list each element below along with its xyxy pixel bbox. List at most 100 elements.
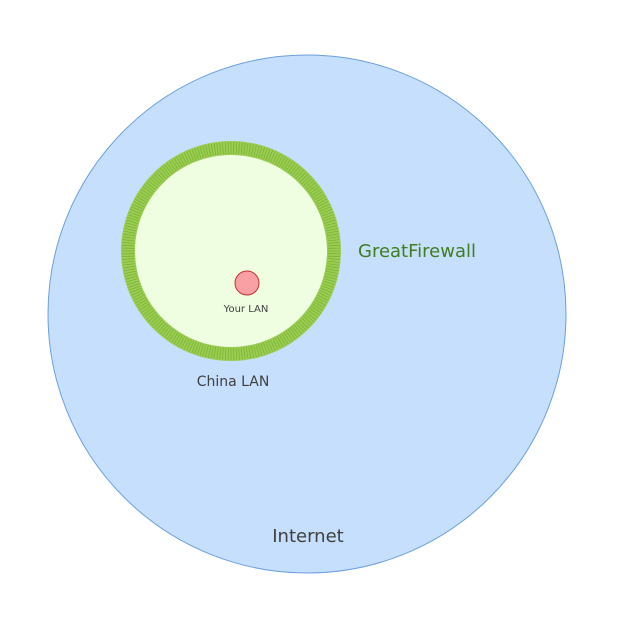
firewall-tick bbox=[267, 340, 274, 352]
firewall-tick bbox=[153, 319, 163, 329]
firewall-tick bbox=[283, 159, 291, 170]
firewall-tick bbox=[132, 292, 144, 299]
firewall-tick bbox=[299, 173, 309, 183]
firewall-tick bbox=[235, 142, 238, 155]
firewall-tick bbox=[321, 285, 333, 291]
firewall-tick bbox=[265, 341, 271, 353]
firewall-tick bbox=[171, 159, 179, 170]
firewall-tick bbox=[281, 157, 289, 169]
firewall-tick bbox=[181, 337, 188, 349]
firewall-tick bbox=[213, 346, 217, 359]
firewall-tick bbox=[306, 182, 316, 191]
firewall-tick bbox=[129, 211, 141, 217]
firewall-tick bbox=[126, 219, 139, 224]
firewall-tick bbox=[322, 283, 334, 288]
firewall-tick bbox=[207, 144, 212, 157]
firewall-tick bbox=[162, 166, 171, 176]
firewall-tick bbox=[219, 347, 222, 360]
firewall-tick bbox=[265, 149, 271, 161]
firewall-tick bbox=[323, 280, 335, 286]
firewall-tick bbox=[202, 344, 207, 357]
firewall-tick bbox=[127, 216, 139, 222]
firewall-tick bbox=[130, 287, 142, 294]
firewall-tick bbox=[245, 143, 249, 156]
firewall-tick bbox=[147, 179, 158, 189]
china-lan-label: China LAN bbox=[197, 374, 270, 390]
firewall-tick bbox=[281, 333, 289, 345]
firewall-tick bbox=[293, 324, 303, 335]
firewall-tick bbox=[258, 146, 263, 159]
firewall-tick bbox=[210, 143, 214, 156]
firewall-tick bbox=[124, 225, 137, 229]
firewall-tick bbox=[291, 326, 300, 336]
firewall-tick bbox=[224, 142, 227, 155]
firewall-tick bbox=[122, 239, 135, 242]
firewall-tick bbox=[194, 342, 199, 354]
firewall-tick bbox=[248, 143, 252, 156]
firewall-tick bbox=[312, 191, 323, 199]
firewall-tick bbox=[133, 294, 145, 301]
firewall-tick bbox=[168, 160, 177, 172]
your-lan-circle bbox=[234, 270, 260, 296]
firewall-tick bbox=[183, 152, 190, 164]
firewall-tick bbox=[321, 211, 333, 217]
firewall-tick bbox=[125, 222, 138, 227]
firewall-tick bbox=[313, 193, 325, 201]
firewall-tick bbox=[137, 301, 149, 309]
firewall-tick bbox=[196, 343, 202, 355]
firewall-tick bbox=[283, 332, 291, 343]
firewall-tick bbox=[136, 196, 148, 203]
firewall-tick bbox=[297, 321, 307, 331]
firewall-tick bbox=[130, 208, 142, 215]
firewall-tick bbox=[274, 153, 281, 165]
firewall-tick bbox=[210, 346, 214, 359]
firewall-tick bbox=[199, 343, 204, 356]
firewall-tick bbox=[137, 193, 149, 201]
firewall-tick bbox=[287, 329, 296, 340]
firewall-tick bbox=[213, 143, 217, 156]
firewall-tick bbox=[327, 263, 340, 266]
firewall-tick bbox=[309, 307, 320, 316]
firewall-tick bbox=[155, 171, 165, 181]
firewall-tick bbox=[310, 305, 322, 314]
firewall-tick bbox=[164, 164, 173, 175]
firewall-tick bbox=[317, 201, 329, 208]
firewall-tick bbox=[307, 184, 318, 193]
firewall-tick bbox=[178, 155, 186, 166]
firewall-tick bbox=[260, 147, 266, 159]
firewall-tick bbox=[123, 265, 136, 269]
firewall-tick bbox=[270, 339, 276, 351]
firewall-tick bbox=[240, 347, 243, 360]
firewall-tick bbox=[279, 156, 286, 168]
firewall-tick bbox=[155, 321, 165, 331]
firewall-tick bbox=[327, 244, 340, 247]
firewall-tick bbox=[299, 319, 309, 329]
firewall-tick bbox=[325, 270, 338, 275]
firewall-tick bbox=[122, 242, 135, 244]
firewall-tick bbox=[125, 275, 138, 280]
firewall-tick bbox=[318, 203, 330, 210]
firewall-tick bbox=[326, 230, 339, 234]
firewall-tick bbox=[313, 301, 325, 309]
firewall-tick bbox=[322, 214, 334, 219]
firewall-tick bbox=[325, 273, 338, 277]
firewall-tick bbox=[238, 142, 240, 155]
firewall-tick bbox=[144, 184, 155, 193]
firewall-tick bbox=[171, 332, 179, 343]
firewall-tick bbox=[297, 171, 307, 181]
firewall-tick bbox=[151, 175, 161, 185]
firewall-tick bbox=[128, 214, 140, 219]
firewall-tick bbox=[327, 242, 340, 244]
firewall-tick bbox=[253, 345, 257, 358]
firewall-tick bbox=[149, 177, 160, 187]
firewall-tick bbox=[176, 156, 183, 168]
firewall-tick bbox=[140, 305, 152, 314]
firewall-tick bbox=[325, 227, 338, 232]
firewall-tick bbox=[168, 330, 177, 342]
firewall-tick bbox=[205, 144, 209, 157]
firewall-tick bbox=[199, 146, 204, 159]
firewall-tick bbox=[224, 347, 227, 360]
firewall-tick bbox=[122, 236, 135, 239]
firewall-tick bbox=[320, 287, 332, 294]
